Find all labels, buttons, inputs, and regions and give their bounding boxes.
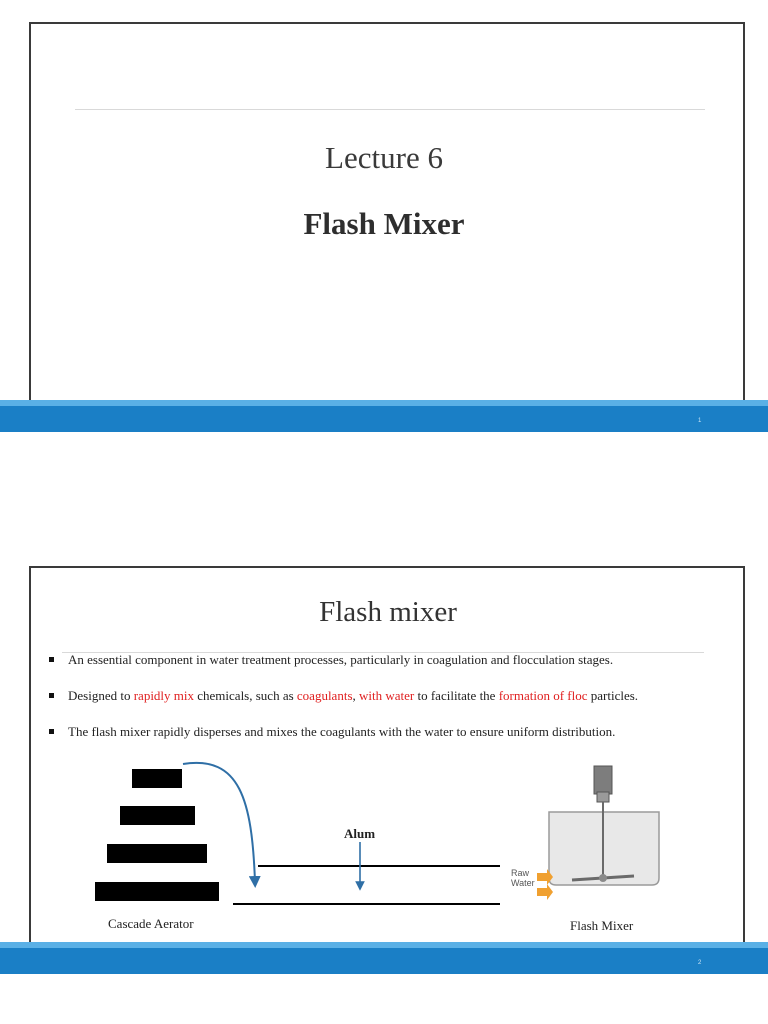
footer-bar: 2 [0,942,768,974]
title-divider [62,652,704,653]
bullet-item: The flash mixer rapidly disperses and mi… [48,722,738,758]
page-number: 2 [698,960,702,966]
slide-2: Flash mixer An essential component in wa… [0,560,768,980]
footer-bar: 1 [0,400,768,432]
bullet-text: Designed to rapidly mix chemicals, such … [68,688,638,703]
text-part: chemicals, such as [194,688,297,703]
slide-1: Lecture 6 Flash Mixer 1 [0,0,768,440]
bullet-text: The flash mixer rapidly disperses and mi… [68,724,616,739]
highlight-text: formation of floc [498,688,588,703]
process-diagram [95,761,660,905]
footer-stripe [0,942,768,948]
flow-arrow [182,761,261,888]
bullet-text: An essential component in water treatmen… [68,652,614,667]
highlight-text: coagulants [296,688,353,703]
flash-mixer-label: Flash Mixer [570,918,634,933]
slide-frame [29,22,745,418]
aerator-step-3 [107,844,207,863]
text-part: Designed to [68,688,134,703]
raw-water-arrow-bottom [537,884,553,900]
text-part: to facilitate the [414,688,499,703]
slide-title: Flash Mixer [303,206,465,241]
title-divider [75,109,705,110]
highlight-text: rapidly mix [133,688,195,703]
text-part: particles. [587,688,639,703]
aerator-step-1 [132,769,182,788]
aerator-step-4 [95,882,219,901]
cascade-aerator-label: Cascade Aerator [108,916,194,931]
page-number: 1 [698,418,702,424]
aerator-step-2 [120,806,195,825]
bullet-item: Designed to rapidly mix chemicals, such … [48,686,738,722]
highlight-text: with water [359,688,415,703]
lecture-number: Lecture 6 [325,140,443,175]
footer-stripe [0,400,768,406]
bullet-square-icon [49,693,54,698]
raw-water-label-line1: Raw [511,868,530,878]
raw-water-arrow-top [537,869,553,885]
alum-label: Alum [344,826,376,841]
text-part: , [352,688,359,703]
bullet-square-icon [49,729,54,734]
bullet-square-icon [49,657,54,662]
raw-water-label: Raw Water [511,868,535,888]
bullet-list: An essential component in water treatmen… [48,652,738,758]
raw-water-label-line2: Water [511,878,535,888]
bullet-item: An essential component in water treatmen… [48,650,738,686]
slide-title: Flash mixer [319,596,457,628]
flash-mixer-tank [548,765,660,886]
